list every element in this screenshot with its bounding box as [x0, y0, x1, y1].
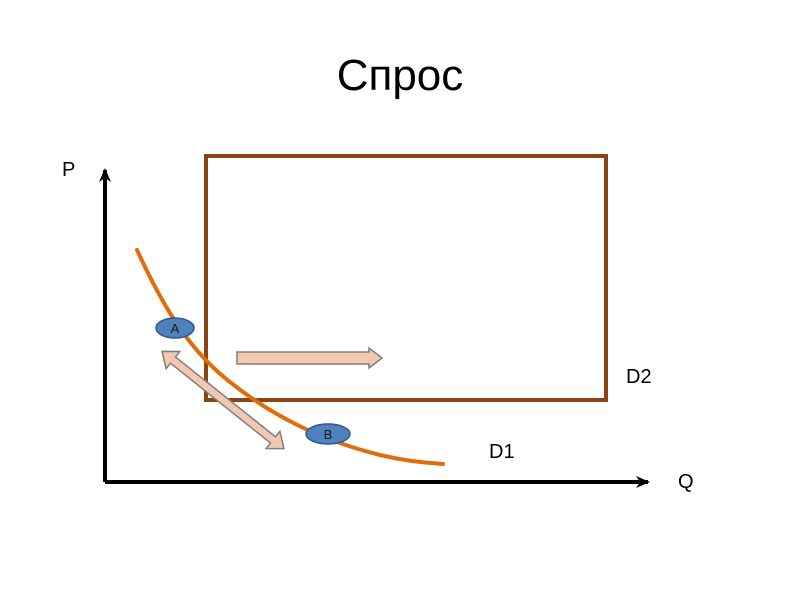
d1-demand-curve	[135, 248, 445, 466]
point-b-label: B	[324, 427, 333, 442]
d1-label: D1	[489, 441, 515, 463]
point-a-label: A	[171, 321, 180, 336]
movement-along-curve-arrow	[161, 350, 285, 450]
d2-label: D2	[626, 366, 652, 388]
shift-right-arrow	[236, 346, 384, 370]
x-axis-label: Q	[678, 471, 694, 493]
point-b: B	[305, 423, 351, 445]
d2-demand-shape	[204, 154, 608, 402]
point-a: A	[155, 317, 195, 339]
y-axis-label: P	[62, 159, 75, 181]
slide-title: Спрос	[336, 51, 464, 100]
